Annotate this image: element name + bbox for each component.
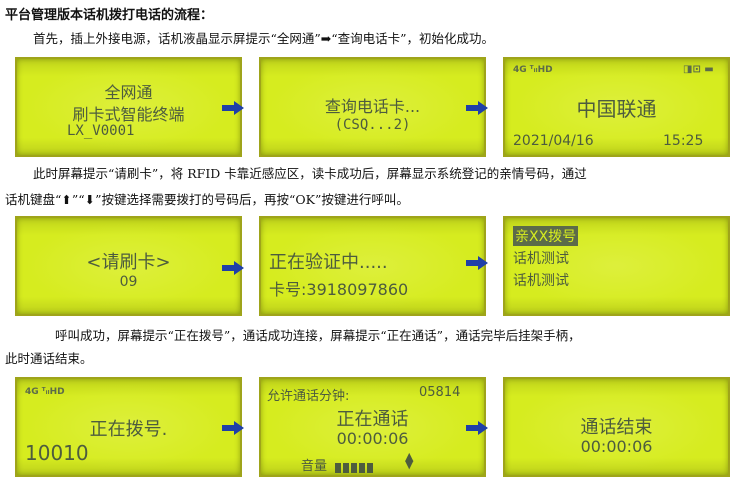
- paragraph-3-line-2: 此时通话结束。: [5, 351, 93, 366]
- paragraph-2-line-1: 此时屏幕提示“请刷卡”，将 RFID 卡靠近感应区，读卡成功后，屏幕显示系统登记…: [33, 166, 587, 181]
- lcd-text: 10010: [25, 441, 89, 465]
- lcd-text: LX_V0001: [67, 123, 135, 139]
- right-arrow-icon: [466, 101, 488, 115]
- lcd-screen-swipe-card: <请刷卡> 09: [15, 216, 242, 316]
- volume-bars: [335, 457, 375, 475]
- lcd-time: 15:25: [663, 133, 704, 149]
- lcd-text: 刷卡式智能终端: [72, 105, 185, 124]
- lcd-text: 05814: [419, 385, 461, 400]
- lcd-date: 2021/04/16: [513, 133, 594, 149]
- lcd-text: 全网通: [104, 83, 153, 102]
- document-heading: 平台管理版本话机拨打电话的流程：: [5, 8, 214, 23]
- paragraph-3-line-1: 呼叫成功，屏幕提示“正在拨号”，通话成功连接，屏幕提示“正在通话”，通话完毕后挂…: [55, 328, 581, 343]
- paragraph-1: 首先，插上外接电源，话机液晶显示屏提示“全网通”➡“查询电话卡”，初始化成功。: [33, 31, 495, 46]
- lcd-screen-query-card: 查询电话卡... (CSQ...2): [259, 57, 486, 157]
- lcd-screen-in-call: 允许通话分钟: 05814 正在通话 00:00:06 音量 ▲▼: [259, 377, 486, 477]
- lcd-screen-carrier: 4G ᵀᵢₗHD ◨⊡ ▬ 中国联通 2021/04/16 15:25: [503, 57, 730, 157]
- right-arrow-icon: [466, 256, 488, 270]
- lcd-screen-full-network: 全网通 刷卡式智能终端 LX_V0001: [15, 57, 242, 157]
- lcd-screen-verifying: 正在验证中..... 卡号:3918097860: [259, 216, 486, 316]
- lcd-screen-contact-list: 亲XX拨号 话机测试 话机测试: [503, 216, 730, 316]
- up-down-icon: ▲▼: [405, 450, 414, 471]
- paragraph-2-line-2: 话机键盘“⬆”“⬇”按键选择需要拨打的号码后，再按“OK”按键进行呼叫。: [5, 192, 409, 207]
- lcd-text: 00:00:06: [580, 437, 653, 456]
- lcd-text: 卡号:3918097860: [269, 280, 409, 299]
- lcd-text: (CSQ...2): [334, 117, 411, 133]
- signal-icon: 4G ᵀᵢₗHD: [513, 65, 553, 75]
- list-item-selected: 亲XX拨号: [513, 226, 579, 246]
- lcd-text: 正在拨号.: [89, 419, 168, 440]
- lcd-text: 正在通话: [336, 409, 409, 430]
- lcd-screen-call-ended: 通话结束 00:00:06: [503, 377, 730, 477]
- lcd-text: 09: [119, 274, 138, 290]
- volume-label: 音量: [301, 459, 328, 474]
- right-arrow-icon: [222, 101, 244, 115]
- right-arrow-icon: [222, 261, 244, 275]
- list-item: 话机测试: [513, 273, 569, 289]
- lcd-text: 00:00:06: [336, 429, 409, 448]
- signal-icon: 4G ᵀᵢₗHD: [25, 387, 65, 397]
- right-arrow-icon: [222, 421, 244, 435]
- lcd-text: 允许通话分钟:: [267, 389, 350, 404]
- lcd-text: <请刷卡>: [86, 252, 171, 273]
- lcd-text: 通话结束: [580, 417, 653, 438]
- lcd-text: 正在验证中.....: [269, 252, 388, 273]
- lcd-text: 中国联通: [576, 97, 657, 121]
- battery-icon: ◨⊡ ▬: [683, 64, 714, 75]
- list-item: 话机测试: [513, 251, 569, 267]
- lcd-text: 查询电话卡...: [324, 97, 421, 116]
- right-arrow-icon: [466, 421, 488, 435]
- lcd-screen-dialing: 4G ᵀᵢₗHD 正在拨号. 10010: [15, 377, 242, 477]
